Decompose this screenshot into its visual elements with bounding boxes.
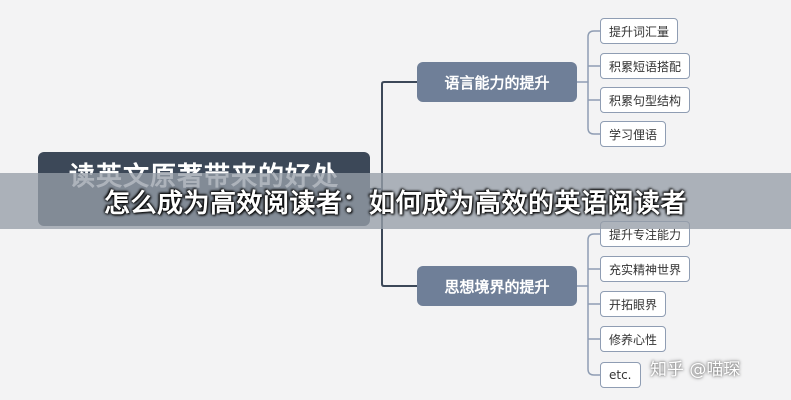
leaf-node: 学习俚语	[600, 121, 667, 147]
branch-node-label: 思想境界的提升	[444, 277, 550, 296]
leaf-node-label: etc.	[609, 368, 632, 382]
watermark-text: 知乎 @喵琛	[650, 360, 741, 380]
watermark: 知乎 @喵琛	[650, 355, 740, 380]
connector-root-to-thought	[381, 188, 418, 287]
leaf-node: 提升词汇量	[600, 18, 679, 44]
leaf-node-label: 提升词汇量	[609, 24, 670, 39]
leaf-node-label: 充实精神世界	[609, 262, 682, 277]
leaf-node: 修养心性	[600, 326, 667, 352]
branch-node-thought: 思想境界的提升	[417, 266, 577, 306]
connector-language-leaves	[587, 30, 601, 135]
leaf-node-label: 提升专注能力	[609, 227, 682, 242]
leaf-node-label: 学习俚语	[609, 127, 658, 142]
leaf-node-label: 积累句型结构	[609, 93, 682, 108]
connector-thought-leaves	[587, 233, 601, 376]
leaf-node-label: 修养心性	[609, 332, 658, 347]
leaf-node: 开拓眼界	[600, 291, 667, 317]
branch-node-label: 语言能力的提升	[444, 73, 550, 92]
leaf-node: 积累句型结构	[600, 87, 691, 113]
branch-node-language: 语言能力的提升	[417, 62, 577, 102]
leaf-node-label: 积累短语搭配	[609, 59, 682, 74]
leaf-node: 充实精神世界	[600, 256, 691, 282]
leaf-node-label: 开拓眼界	[609, 297, 658, 312]
leaf-node: 积累短语搭配	[600, 53, 691, 79]
leaf-node: etc.	[600, 362, 641, 388]
connector-root-to-language	[369, 81, 418, 190]
title-banner: 怎么成为高效阅读者：如何成为高效的英语阅读者	[0, 173, 791, 229]
banner-title: 怎么成为高效阅读者：如何成为高效的英语阅读者	[103, 188, 687, 219]
